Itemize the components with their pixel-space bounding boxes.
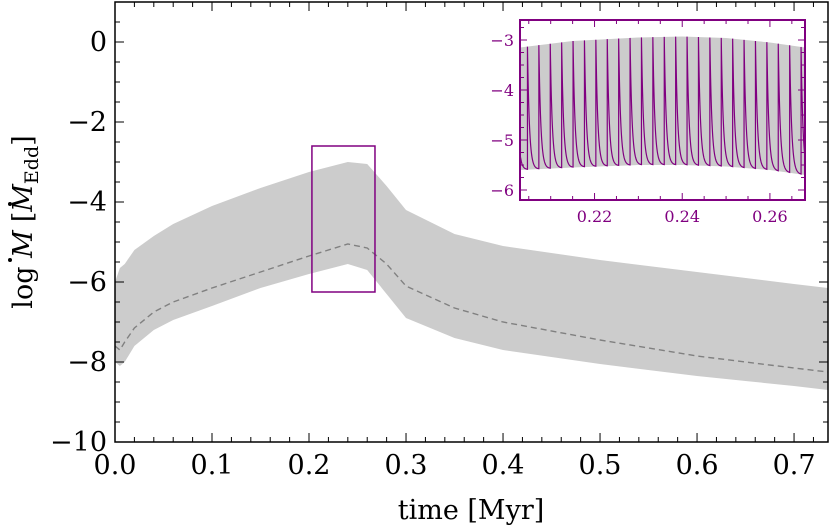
inset-y-tick-label: −4 [490, 81, 514, 100]
median-line [114, 243, 829, 373]
x-axis-label: time [Myr] [398, 495, 545, 526]
x-tick-label: 0.1 [191, 450, 234, 481]
x-tick-label: 0.0 [94, 450, 137, 481]
y-tick-label: −10 [50, 427, 107, 458]
inset-burst-line [519, 36, 806, 175]
y-tick-label: 0 [90, 27, 107, 58]
inset-y-tick-label: −5 [490, 131, 514, 150]
x-tick-label: 0.3 [385, 450, 428, 481]
inset-line-layer [519, 36, 806, 175]
main-box-layer [311, 145, 376, 293]
inset-x-tick-label: 0.22 [577, 207, 613, 226]
inset-y-tick-label: −3 [490, 31, 514, 50]
y-axis-label-close: ] [8, 135, 39, 146]
x-tick-label: 0.6 [676, 450, 719, 481]
y-axis-label-subscript: Edd [21, 146, 43, 184]
accretion-band [115, 162, 828, 390]
y-tick-label: −8 [67, 347, 107, 378]
x-tick-label: 0.2 [288, 450, 331, 481]
mdot-dot-2 [8, 202, 12, 206]
main-band-layer [115, 162, 828, 390]
zoom-highlight-box [311, 145, 376, 293]
inset-y-tick-label: −6 [490, 181, 514, 200]
inset-ticklabels-layer: 0.22 0.24 0.26 −3 −4 −5 −6 [490, 31, 787, 226]
y-tick-label: −4 [67, 187, 107, 218]
y-tick-label: −2 [67, 107, 107, 138]
x-tick-label: 0.7 [773, 450, 816, 481]
main-median-layer [114, 243, 829, 373]
svg-text:log M[MEdd]: log M[MEdd] [8, 135, 43, 308]
x-tick-label: 0.4 [482, 450, 525, 481]
inset-plot-frame [519, 19, 806, 201]
inset-x-tick-label: 0.24 [664, 207, 700, 226]
main-ticklabels-layer: 0.0 0.1 0.2 0.3 0.4 0.5 0.6 0.7 0 −2 −4 −6 −8 −10 [50, 27, 816, 481]
y-tick-label: −6 [67, 267, 107, 298]
x-tick-label: 0.5 [579, 450, 622, 481]
inset-x-tick-label: 0.26 [752, 207, 788, 226]
y-axis-label-log: log [8, 258, 39, 309]
y-axis-label: log M[MEdd] [8, 135, 43, 309]
y-axis-label-mdot: M [8, 229, 39, 259]
inset-ticks-layer [520, 20, 805, 200]
main-plot-frame [114, 1, 829, 443]
y-axis-label-open: [ [8, 212, 39, 223]
y-axis-label-mdot-edd: M [8, 183, 39, 213]
mdot-dot-1 [8, 258, 12, 262]
